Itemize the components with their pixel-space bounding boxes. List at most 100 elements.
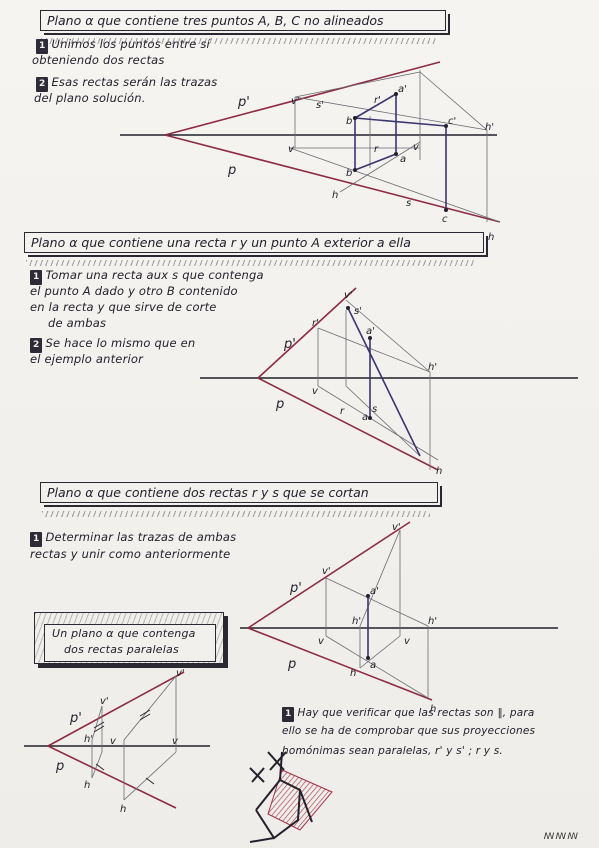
label-v-prime-2: v' bbox=[344, 290, 353, 301]
label-h-4b: h bbox=[120, 804, 126, 815]
label-h-4a: h bbox=[84, 780, 90, 791]
label-p-prime-3: p' bbox=[289, 581, 302, 596]
step-number: 2 bbox=[36, 77, 49, 92]
label-v-prime-3b: v' bbox=[322, 566, 331, 577]
label-p-4: p bbox=[55, 759, 64, 774]
step-number: 1 bbox=[30, 270, 43, 285]
trace-p-2 bbox=[257, 377, 439, 471]
section2-step1-line3: en la recta y que sirve de corte bbox=[30, 300, 217, 314]
section2-step2-line1: Se hace lo mismo que en bbox=[45, 336, 196, 350]
section1-title: Plano α que contiene tres puntos A, B, C… bbox=[40, 10, 446, 31]
trace-p-1 bbox=[164, 134, 501, 223]
section1-step2-line2: del plano solución. bbox=[34, 91, 146, 105]
section3-title-hatch bbox=[42, 511, 430, 517]
label-v-4b: v bbox=[172, 736, 179, 747]
label-b-1: b bbox=[346, 168, 352, 179]
label-s-1: s bbox=[406, 198, 411, 209]
label-v-prime-1: v' bbox=[291, 96, 300, 107]
section2-title-hatch bbox=[26, 260, 476, 266]
label-h-3: h bbox=[350, 668, 356, 679]
trace-p-prime-4 bbox=[47, 671, 185, 747]
label-a-2: a bbox=[362, 412, 368, 423]
label-p-prime-2: p' bbox=[283, 337, 296, 352]
step-number: 1 bbox=[30, 532, 43, 547]
diagram-2: v' s' p' r' a' h' v r a s p h bbox=[200, 287, 578, 477]
section1-step1-line1: Unimos los puntos entre sí bbox=[51, 37, 210, 51]
label-a-prime-2: a' bbox=[366, 326, 375, 337]
section1-step1-line2: obteniendo dos rectas bbox=[32, 53, 165, 67]
label-h-prime-3a: h' bbox=[352, 616, 361, 627]
label-v-4a: v bbox=[110, 736, 117, 747]
section2-step2-line2: el ejemplo anterior bbox=[30, 352, 144, 366]
label-h2-1: h bbox=[488, 232, 494, 243]
label-r-2: r bbox=[340, 406, 345, 417]
section1-step2-line1: Esas rectas serán las trazas bbox=[51, 75, 218, 89]
label-c-prime-1: c' bbox=[448, 116, 456, 127]
label-v-prime-3a: v' bbox=[392, 522, 401, 533]
label-v-prime-4b: v' bbox=[176, 668, 185, 679]
label-v-1: v bbox=[288, 144, 295, 155]
trace-p-prime-3 bbox=[247, 521, 411, 629]
trace-p-prime-2 bbox=[257, 287, 357, 379]
section4-title-line2: dos rectas paralelas bbox=[64, 643, 179, 656]
trace-p-3 bbox=[247, 627, 433, 701]
label-p-2: p bbox=[275, 397, 284, 412]
label-p-prime-4: p' bbox=[69, 711, 82, 726]
label-a-1: a bbox=[400, 154, 406, 165]
trace-p-4 bbox=[47, 745, 177, 809]
label-p-prime-1: p' bbox=[237, 95, 250, 110]
section3-title: Plano α que contiene dos rectas r y s qu… bbox=[40, 482, 438, 503]
step-number: 1 bbox=[36, 39, 49, 54]
footer-mark: ꟿꟿꟿ bbox=[543, 832, 579, 842]
step-number: 2 bbox=[30, 338, 43, 353]
section3-step1-line2: rectas y unir como anteriormente bbox=[30, 547, 231, 561]
section1-title-hatch bbox=[41, 38, 436, 44]
label-h-2: h bbox=[436, 466, 442, 477]
label-h-prime-1: h' bbox=[485, 122, 494, 133]
diagram-3: v' v' p' a' h' h' v v a h p h bbox=[240, 521, 558, 715]
label-r-prime-2: r' bbox=[312, 318, 319, 329]
section4-title-inner bbox=[44, 624, 216, 662]
section2-step1-line1: Tomar una recta aux s que contenga bbox=[45, 268, 264, 282]
label-h-prime-4: h' bbox=[84, 734, 93, 745]
label-v-3b: v bbox=[404, 636, 411, 647]
diagram-1: p' v' s' r' a' b' c' h' v r a b v h s c … bbox=[120, 61, 501, 243]
label-p-1: p bbox=[227, 163, 236, 178]
section2-title: Plano α que contiene una recta r y un pu… bbox=[24, 232, 484, 253]
label-v-prime-4a: v' bbox=[100, 696, 109, 707]
label-v-2: v bbox=[312, 386, 319, 397]
label-r-prime-1: r' bbox=[374, 95, 381, 106]
label-a-prime-3: a' bbox=[370, 586, 379, 597]
label-h2-3: h bbox=[430, 704, 436, 715]
section4-step1-line3: homónimas sean paralelas, r' y s' ; r y … bbox=[282, 745, 503, 757]
label-h-1: h bbox=[332, 190, 338, 201]
label-a-3: a bbox=[370, 660, 376, 671]
label-h-prime-2: h' bbox=[428, 362, 437, 373]
section4-title-line1: Un plano α que contenga bbox=[52, 627, 196, 640]
label-r-1: r bbox=[374, 144, 379, 155]
section4-step1-line2: ello se ha de comprobar que sus proyecci… bbox=[282, 725, 536, 737]
section2-step1-line4: de ambas bbox=[48, 316, 107, 330]
label-s-prime-2: s' bbox=[354, 306, 362, 317]
label-v2-1: v bbox=[413, 142, 420, 153]
label-s-prime-1: s' bbox=[316, 100, 324, 111]
perspective-sketch bbox=[249, 751, 333, 843]
label-b-prime-1: b' bbox=[346, 116, 355, 127]
label-h-prime-3b: h' bbox=[428, 616, 437, 627]
label-a-prime-1: a' bbox=[398, 84, 407, 95]
label-p-3: p bbox=[287, 657, 296, 672]
step-number: 1 bbox=[282, 707, 295, 722]
section4-step1-line1: Hay que verificar que las rectas son ∥, … bbox=[297, 707, 535, 719]
section3-step1-line1: Determinar las trazas de ambas bbox=[45, 530, 237, 544]
label-s-2: s bbox=[372, 404, 377, 415]
section2-step1-line2: el punto A dado y otro B contenido bbox=[30, 284, 238, 298]
diagram-4: v' p' v' h' v v p h h bbox=[24, 668, 210, 815]
